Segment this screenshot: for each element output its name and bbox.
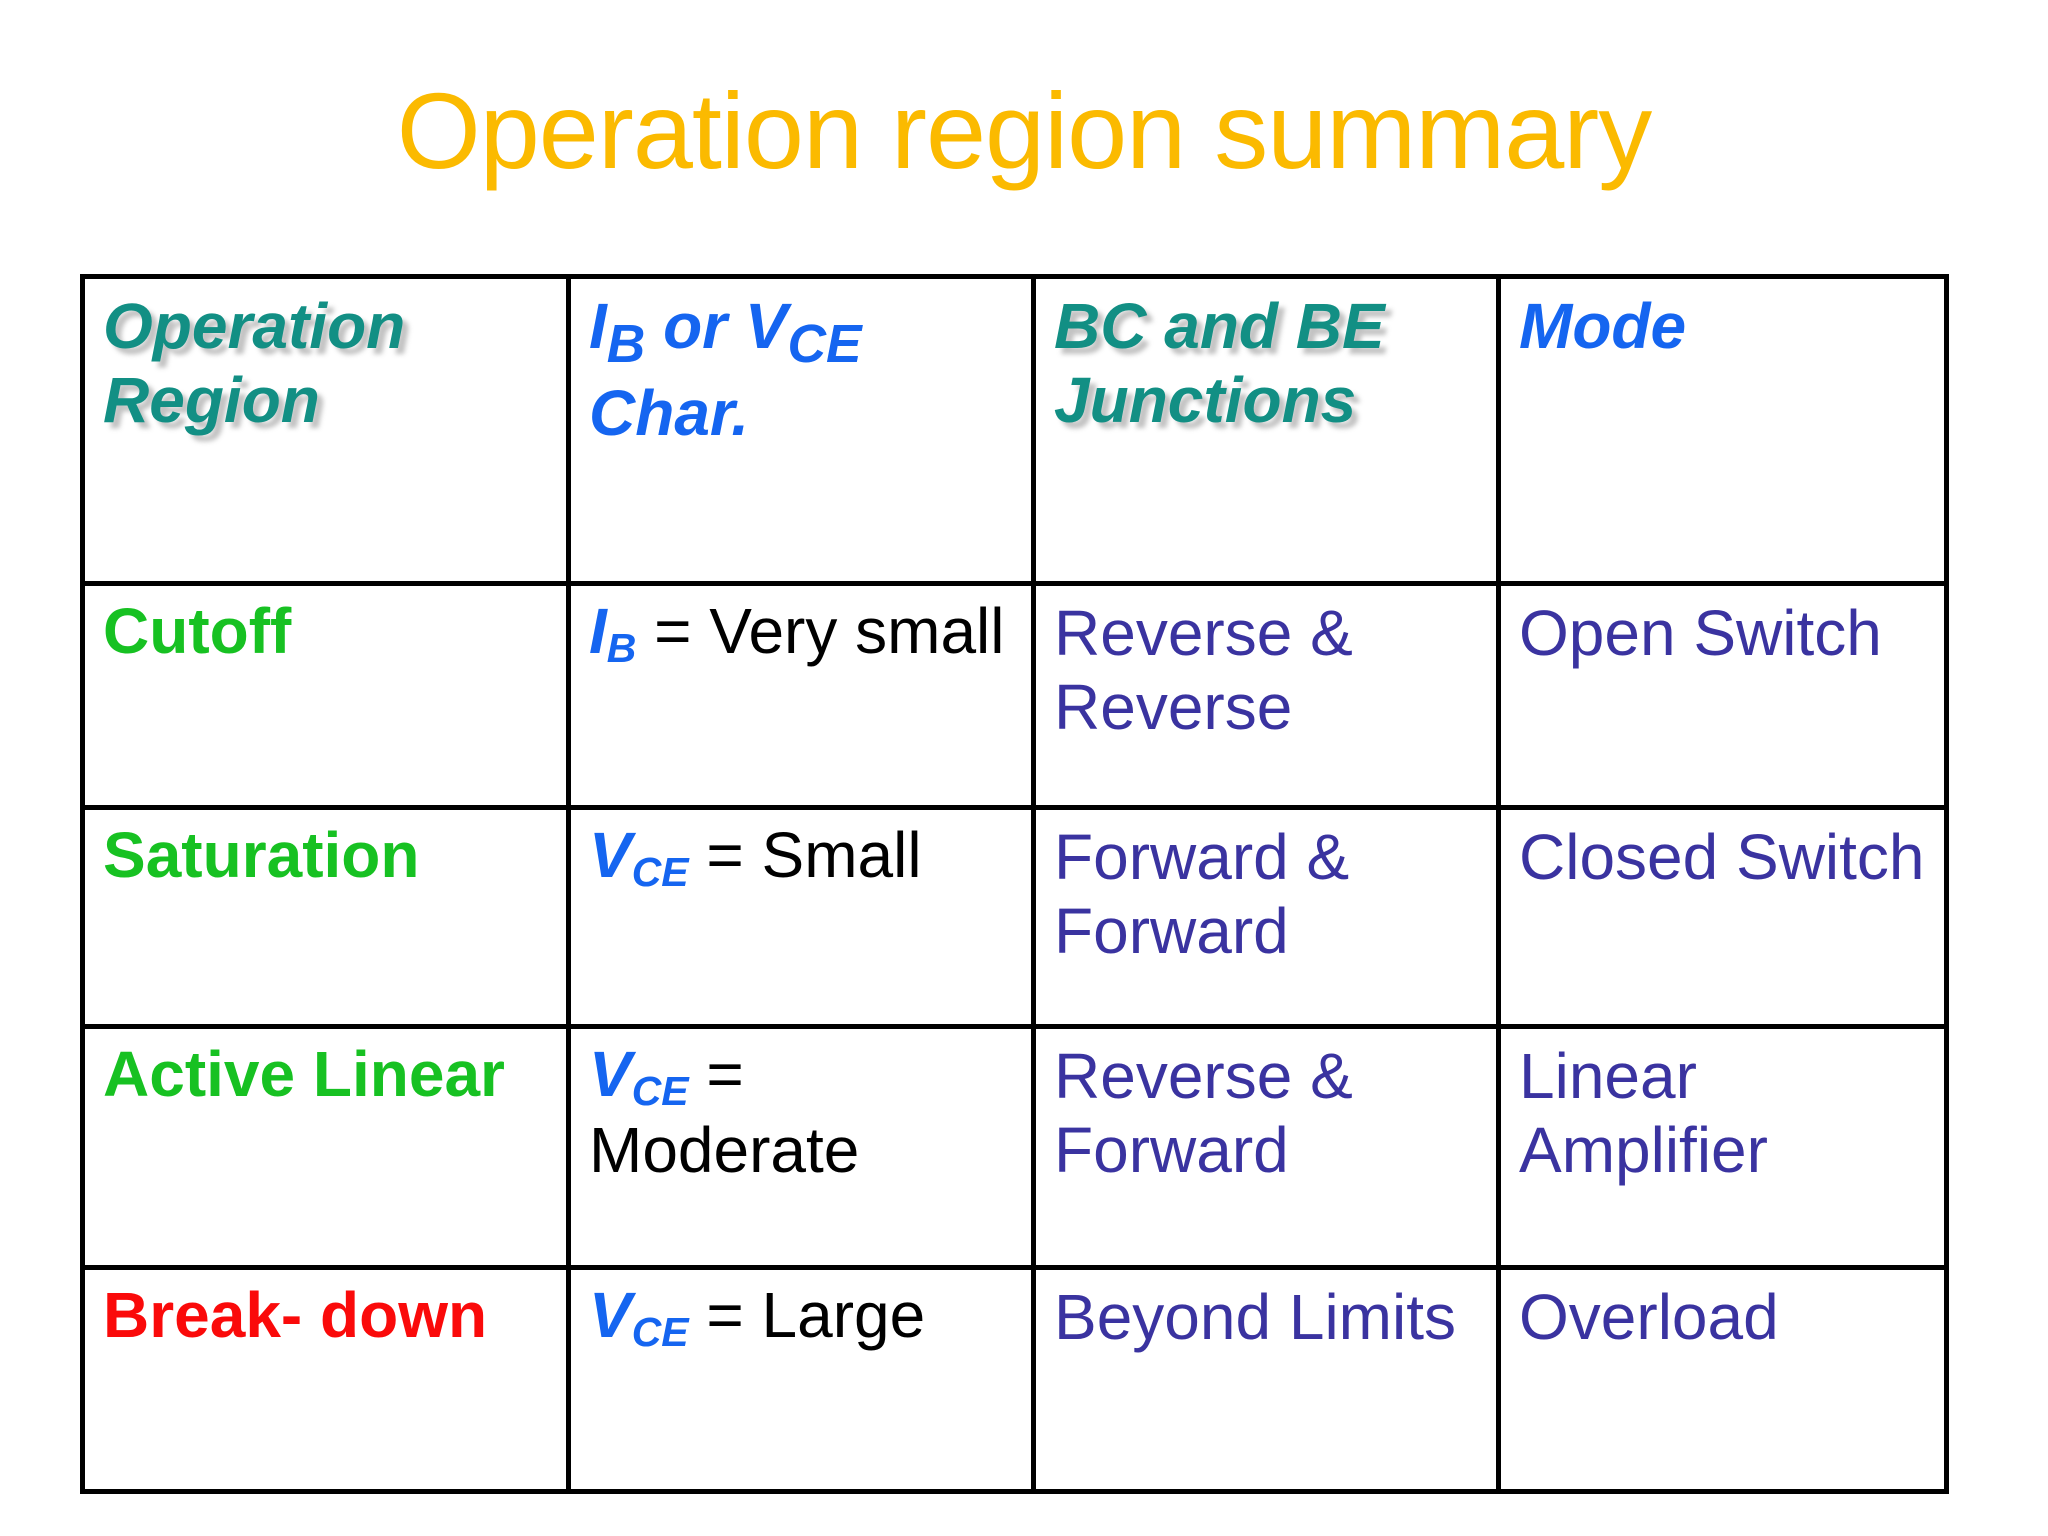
cell-junctions-saturation: Forward & Forward: [1031, 805, 1501, 1029]
cell-region-cutoff: Cutoff: [80, 581, 571, 810]
symbol-vce: VCE: [589, 1038, 689, 1114]
junction-text-active-linear: Reverse & Forward: [1054, 1040, 1353, 1187]
char-text-breakdown: = Large: [688, 1279, 926, 1351]
cell-mode-saturation: Closed Switch: [1496, 805, 1949, 1029]
cell-junctions-breakdown: Beyond Limits: [1031, 1265, 1501, 1494]
symbol-ib: IB: [589, 595, 637, 671]
char-text-saturation: = Small: [688, 819, 922, 891]
cell-region-active-linear: Active Linear: [80, 1024, 571, 1270]
cell-char-active-linear: VCE = Moderate: [566, 1024, 1036, 1270]
junction-text-cutoff: Reverse & Reverse: [1054, 597, 1353, 744]
region-label-cutoff: Cutoff: [103, 595, 292, 667]
header-cell-ib-vce-char: IB or VCE Char.: [566, 274, 1036, 586]
header-char-line2: Char.: [589, 376, 750, 449]
cell-mode-active-linear: Linear Amplifier: [1496, 1024, 1949, 1270]
header-cell-mode: Mode: [1496, 274, 1949, 586]
cell-char-cutoff: IB = Very small: [566, 581, 1036, 810]
header-junctions-line1: BC and BE: [1054, 290, 1385, 362]
cell-region-saturation: Saturation: [80, 805, 571, 1029]
table-row: Break- down VCE = Large Beyond Limits Ov…: [80, 1265, 1949, 1494]
header-junctions-line2: Junctions: [1054, 364, 1357, 437]
header-cell-operation-region: Operation Region: [80, 274, 571, 586]
cell-region-breakdown: Break- down: [80, 1265, 571, 1494]
cell-char-saturation: VCE = Small: [566, 805, 1036, 1029]
header-mode-line1: Mode: [1519, 290, 1687, 362]
table-row: Active Linear VCE = Moderate Reverse & F…: [80, 1024, 1949, 1270]
junction-text-breakdown: Beyond Limits: [1054, 1281, 1456, 1353]
table-row: Saturation VCE = Small Forward & Forward…: [80, 805, 1949, 1029]
symbol-vce: VCE: [589, 1279, 689, 1355]
char-text-cutoff: = Very small: [636, 595, 1005, 667]
cell-char-breakdown: VCE = Large: [566, 1265, 1036, 1494]
operation-region-summary-table: Operation Region IB or VCE Char. BC and …: [80, 274, 1949, 1494]
region-label-active-linear: Active Linear: [103, 1038, 505, 1110]
cell-mode-cutoff: Open Switch: [1496, 581, 1949, 810]
char-text-active-linear: = Moderate: [589, 1038, 860, 1186]
mode-text-saturation: Closed Switch: [1519, 821, 1925, 893]
mode-text-cutoff: Open Switch: [1519, 597, 1882, 669]
symbol-vce: VCE: [589, 819, 689, 895]
junction-text-saturation: Forward & Forward: [1054, 821, 1350, 968]
header-operation-line2: Region: [103, 364, 320, 437]
cell-mode-breakdown: Overload: [1496, 1265, 1949, 1494]
header-operation-line1: Operation: [103, 290, 406, 362]
mode-text-active-linear: Linear Amplifier: [1519, 1040, 1768, 1187]
mode-text-breakdown: Overload: [1519, 1281, 1779, 1353]
header-cell-bc-be-junctions: BC and BE Junctions: [1031, 274, 1501, 586]
cell-junctions-active-linear: Reverse & Forward: [1031, 1024, 1501, 1270]
page-title: Operation region summary: [396, 70, 1653, 191]
table-header-row: Operation Region IB or VCE Char. BC and …: [80, 274, 1949, 586]
cell-junctions-cutoff: Reverse & Reverse: [1031, 581, 1501, 810]
header-ib-or-vce: IB or VCE: [589, 290, 862, 374]
region-label-breakdown: Break- down: [103, 1279, 488, 1351]
table-row: Cutoff IB = Very small Reverse & Reverse…: [80, 581, 1949, 810]
region-label-saturation: Saturation: [103, 819, 420, 891]
